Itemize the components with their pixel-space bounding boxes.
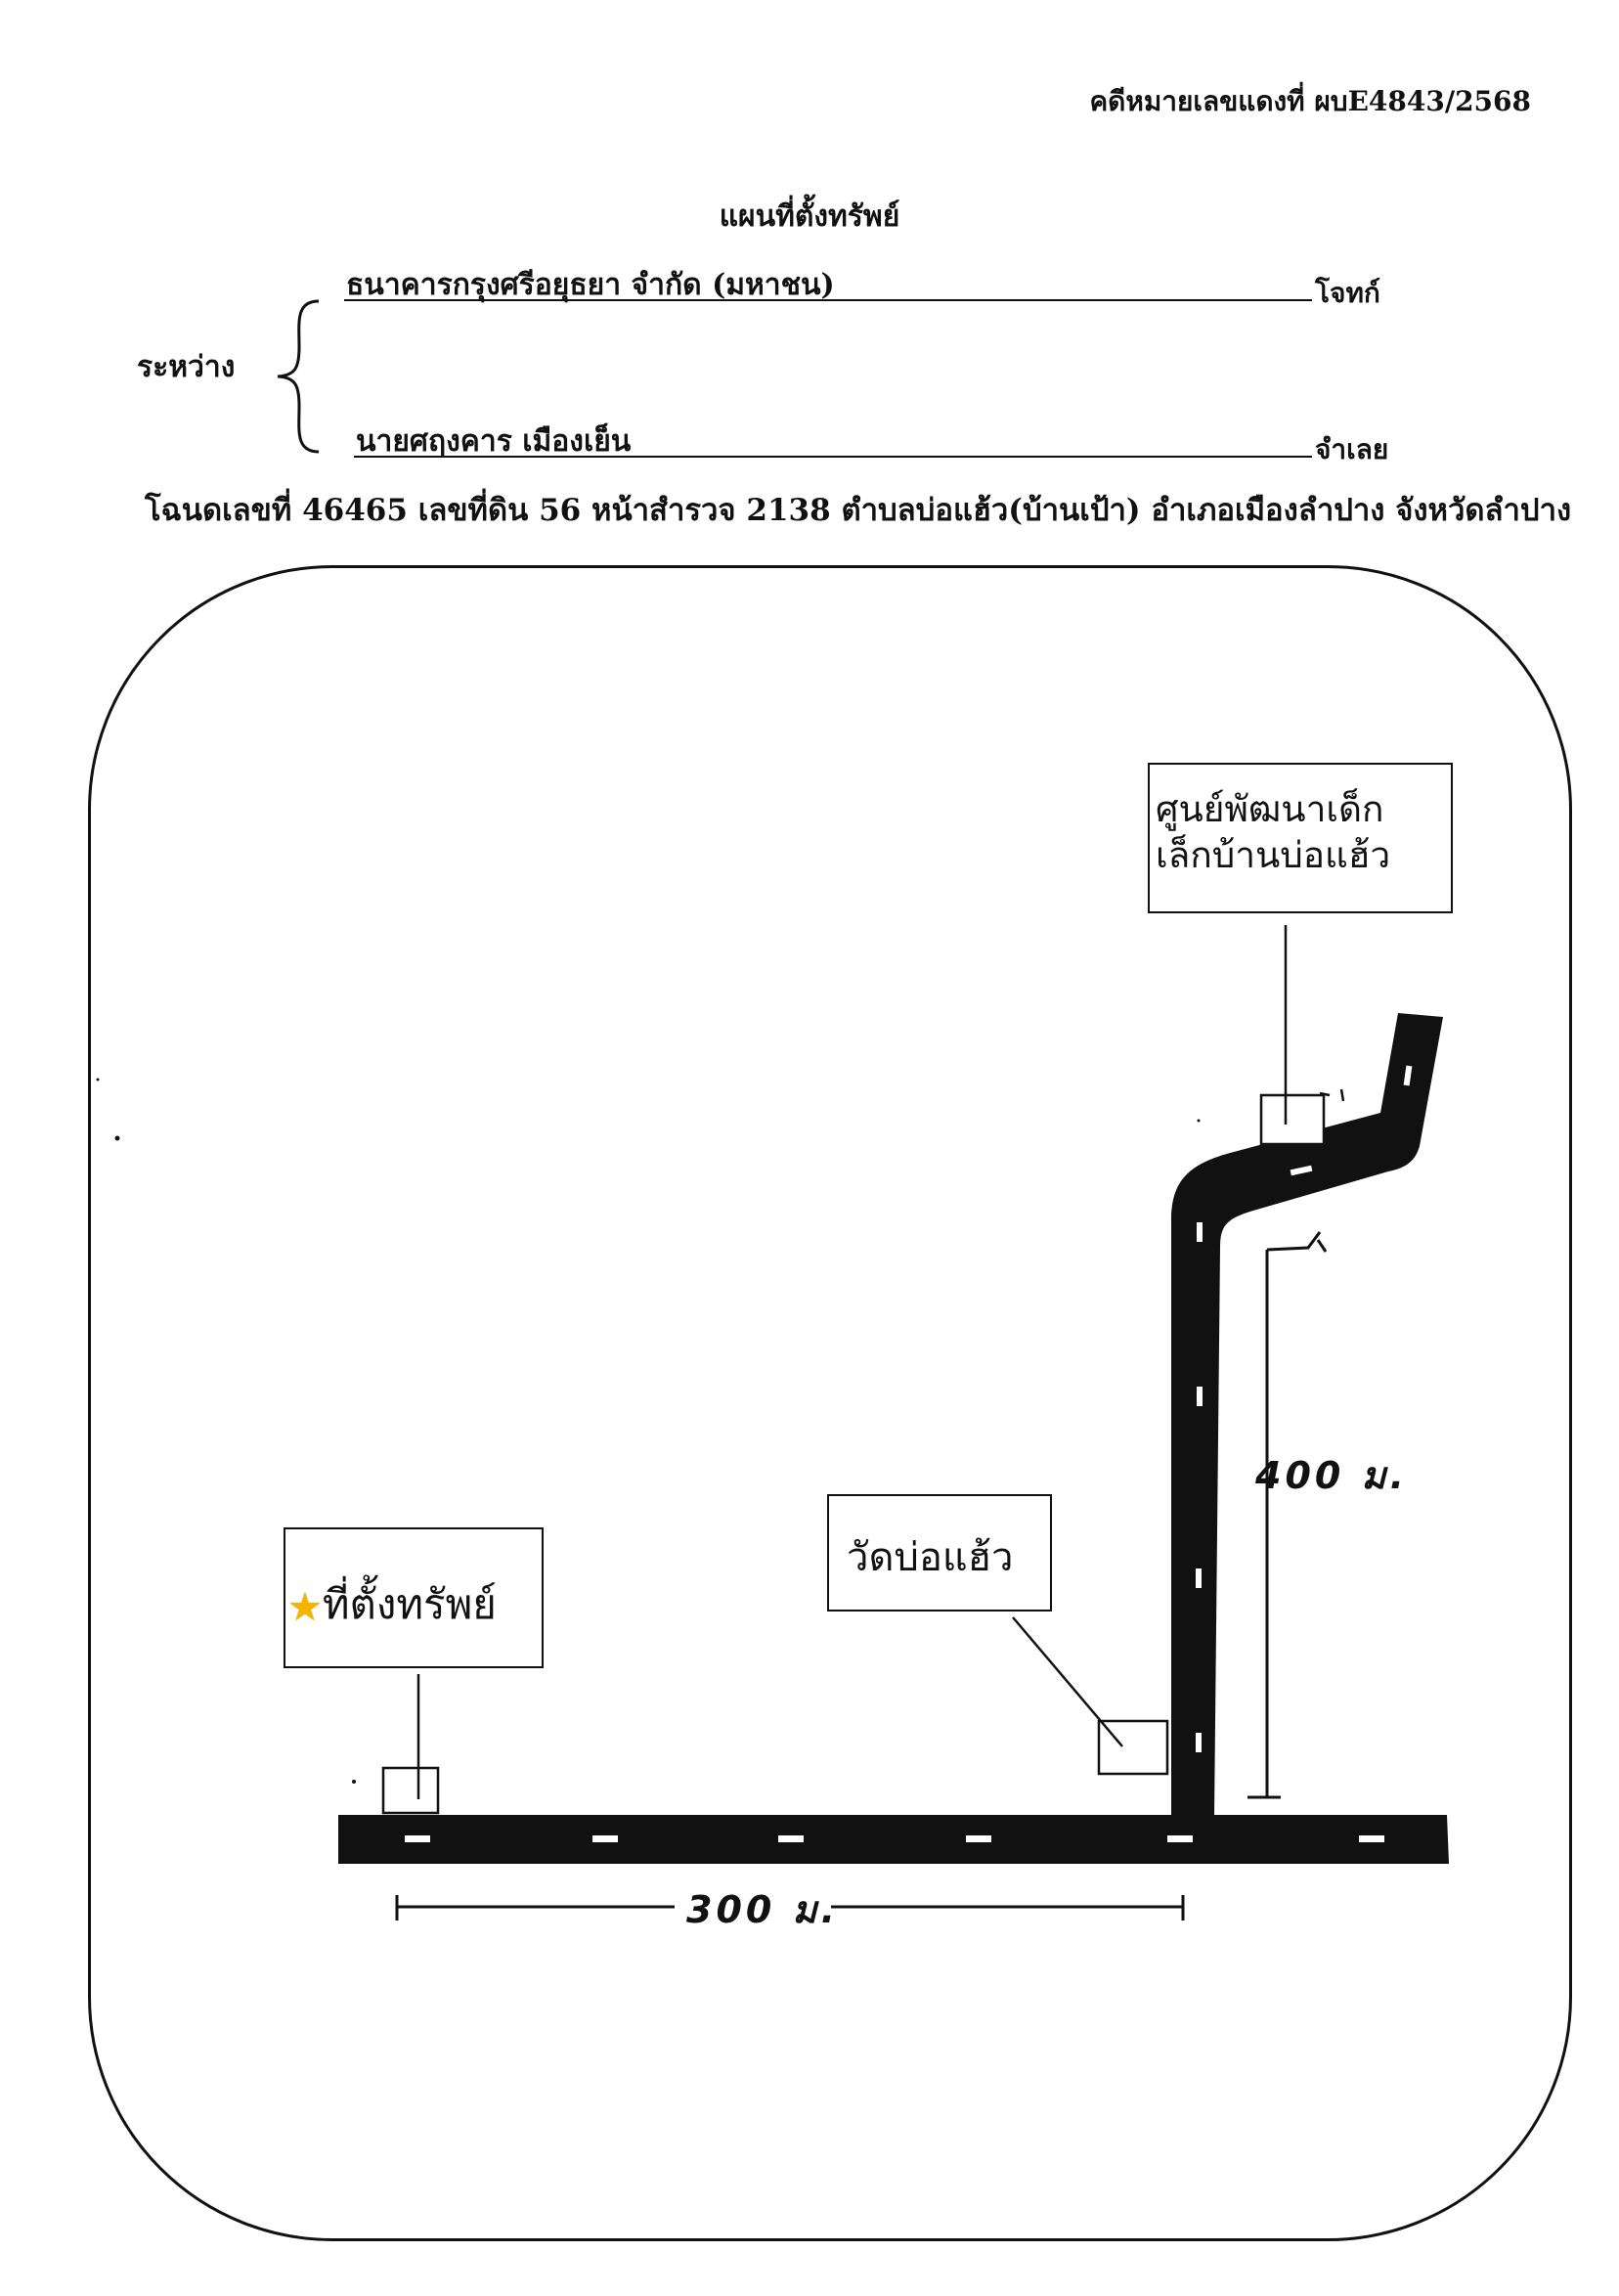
between-label: ระหว่าง — [137, 350, 236, 384]
scan-speck — [114, 1135, 120, 1141]
defendant-name: นายศฤงคาร เมืองเย็น — [354, 419, 1312, 459]
scan-speck — [1197, 1119, 1201, 1123]
distance-300-label: 300 ม. — [686, 1888, 840, 1931]
plaintiff-name: ธนาคารกรุงศรีอยุธยา จำกัด (มหาชน) — [344, 262, 1312, 302]
distance-400-label: 400 ม. — [1255, 1454, 1409, 1497]
title-deed-details: โฉนดเลขที่ 46465 เลขที่ดิน 56 หน้าสำรวจ … — [145, 493, 1572, 528]
dimension-300-marker — [395, 1895, 1185, 1921]
scan-speck — [96, 1078, 100, 1082]
temple-building — [1097, 1719, 1169, 1776]
defendant-role: จำเลย — [1315, 433, 1389, 465]
curly-brace-icon — [277, 299, 320, 454]
dimension-400-marker — [1247, 1231, 1328, 1799]
star-icon: ★ — [287, 1585, 323, 1630]
temple-label: วัดบ่อแฮ้ว — [847, 1535, 1014, 1580]
school-label-line2: เล็กบ้านบ่อแฮ้ว — [1156, 834, 1391, 876]
school-marker-tick — [1319, 1088, 1345, 1102]
scan-speck — [352, 1780, 356, 1784]
temple-pointer — [1012, 1616, 1123, 1747]
plaintiff-role: โจทก์ — [1315, 277, 1380, 309]
school-label-line1: ศูนย์พัฒนาเด็ก — [1156, 788, 1384, 830]
temple-label-box: วัดบ่อแฮ้ว — [827, 1494, 1052, 1612]
case-number: คดีหมายเลขแดงที่ ผบE4843/2568 — [1089, 85, 1531, 117]
property-label: ที่ตั้งทรัพย์ — [322, 1580, 497, 1628]
branch-road — [1171, 1013, 1443, 1817]
main-road — [338, 1815, 1449, 1864]
school-label-box: ศูนย์พัฒนาเด็ก เล็กบ้านบ่อแฮ้ว — [1148, 763, 1453, 913]
map-frame — [88, 565, 1572, 2241]
document-title: แผนที่ตั้งทรัพย์ — [719, 199, 900, 234]
road-markings — [405, 1065, 1413, 1842]
property-building — [381, 1766, 440, 1815]
property-label-box: ★ที่ตั้งทรัพย์ — [284, 1527, 544, 1668]
school-building — [1259, 1093, 1326, 1146]
